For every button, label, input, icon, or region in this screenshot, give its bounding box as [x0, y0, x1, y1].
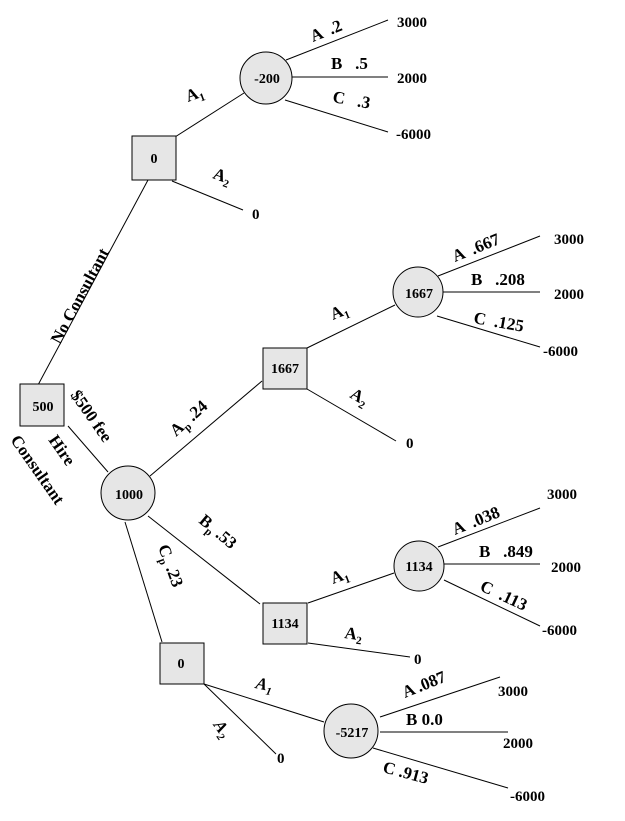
nc-outcome-c-label: C .3: [331, 87, 372, 112]
no-consultant-decision-value: 0: [151, 152, 158, 167]
edge-bp: [147, 515, 261, 605]
bp-payoff-c: -6000: [542, 623, 577, 639]
edge-nc-outcome-c: [284, 99, 389, 133]
edge-hire-consultant: [67, 425, 109, 473]
ap-outcome-b-label: B .208: [471, 270, 525, 289]
bp-payoff-b: 2000: [551, 560, 581, 576]
cp-outcome-b-label: B 0.0: [406, 710, 443, 729]
edge-cp-outcome-c: [372, 747, 509, 789]
edge-nc-outcome-a: [285, 19, 389, 61]
ap-a2-label: A2: [346, 384, 373, 412]
no-consultant-label: No Consultant: [47, 245, 113, 347]
ap-decision-value: 1667: [271, 362, 299, 377]
edge-bp-outcome-a: [437, 507, 541, 548]
bp-chance-value: 1134: [405, 560, 432, 575]
nc-payoff-a: 3000: [397, 15, 427, 31]
nc-a2-label: A2: [210, 164, 235, 191]
edge-bp-a1: [307, 572, 395, 604]
bp-payoff-a: 3000: [547, 487, 577, 503]
fee-label: $500 fee: [67, 386, 117, 446]
edge-ap-a1: [306, 304, 396, 349]
cp-chance-node[interactable]: -5217: [323, 703, 379, 759]
bp-a1-label: A1: [328, 564, 352, 591]
hire-label: Hire: [45, 431, 80, 469]
bp-chance-node[interactable]: 1134: [393, 540, 445, 592]
no-consultant-chance-value: -200: [254, 72, 280, 87]
nc-payoff-b: 2000: [397, 71, 427, 87]
cp-payoff-a: 3000: [498, 684, 528, 700]
ap-chance-node[interactable]: 1667: [392, 266, 444, 318]
root-decision-node[interactable]: 500: [19, 383, 65, 427]
edge-ap-outcome-c: [436, 315, 541, 348]
edge-bp-outcome-c: [443, 579, 541, 627]
edge-cp-a1: [203, 683, 325, 723]
edge-cp: [124, 521, 163, 643]
ap-outcome-a-label: A .667: [449, 229, 503, 265]
cp-decision-node[interactable]: 0: [159, 642, 205, 685]
edge-bp-a2: [307, 642, 411, 658]
cp-a2-payoff: 0: [277, 751, 285, 767]
cp-outcome-c-label: C .913: [381, 758, 431, 788]
cp-chance-value: -5217: [336, 726, 369, 741]
edge-cp-a2: [203, 683, 277, 755]
edge-cp-outcome-a: [379, 676, 501, 718]
edge-ap-outcome-a: [437, 235, 541, 277]
ap-a2-payoff: 0: [406, 436, 414, 452]
cp-a2-label: A2: [207, 716, 236, 744]
nc-a1-label: A1: [183, 82, 207, 109]
edge-ap: [149, 380, 263, 477]
nc-outcome-b-label: B .5: [331, 54, 368, 73]
ap-a1-label: A1: [327, 299, 352, 326]
cp-decision-value: 0: [178, 657, 185, 672]
cp-payoff-b: 2000: [503, 736, 533, 752]
ap-payoff-a: 3000: [554, 232, 584, 248]
nc-outcome-a-label: A .2: [307, 16, 344, 46]
cp-payoff-c: -6000: [510, 789, 545, 805]
ap-branch-label: Ap .24: [166, 396, 214, 442]
bp-decision-value: 1134: [271, 617, 298, 632]
nc-payoff-c: -6000: [396, 127, 431, 143]
no-consultant-decision-node[interactable]: 0: [131, 135, 177, 181]
edge-nc-a2: [171, 180, 244, 211]
edges: [37, 19, 541, 789]
ap-payoff-c: -6000: [543, 344, 578, 360]
ap-payoff-b: 2000: [554, 287, 584, 303]
ap-chance-value: 1667: [405, 287, 433, 302]
consultant-chance-node[interactable]: 1000: [100, 465, 156, 521]
no-consultant-chance-node[interactable]: -200: [239, 51, 293, 105]
edge-nc-a1: [174, 92, 245, 138]
edge-ap-a2: [306, 388, 397, 442]
root-value: 500: [33, 400, 54, 415]
bp-outcome-b-label: B .849: [479, 542, 533, 561]
bp-a2-label: A2: [343, 623, 364, 647]
bp-decision-node[interactable]: 1134: [262, 602, 308, 645]
cp-branch-label: Cp .23: [151, 542, 187, 591]
ap-outcome-c-label: C .125: [472, 308, 525, 335]
nc-a2-payoff: 0: [252, 207, 260, 223]
bp-branch-label: Bp .53: [194, 511, 241, 555]
ap-decision-node[interactable]: 1667: [262, 347, 308, 390]
bp-a2-payoff: 0: [414, 652, 422, 668]
cp-a1-label: A1: [253, 673, 275, 698]
consultant-chance-value: 1000: [115, 488, 143, 503]
edge-no-consultant: [37, 179, 149, 386]
bp-outcome-a-label: A .038: [449, 503, 502, 539]
